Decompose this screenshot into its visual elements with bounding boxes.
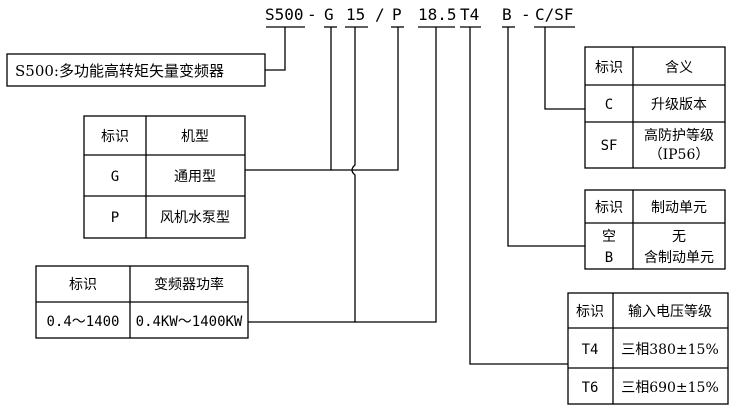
power-row-meaning: 0.4KW～1400KW bbox=[136, 314, 243, 330]
option-header-id: 标识 bbox=[595, 60, 623, 76]
brake-table: 标识 制动单元 空 无 B 含制动单元 bbox=[584, 189, 726, 270]
type-table: 标识 机型 G 通用型 P 风机水泵型 bbox=[83, 115, 246, 239]
voltage-row-t4-id: T4 bbox=[582, 342, 599, 358]
option-row-sf-meaning-1: 高防护等级 bbox=[644, 127, 714, 144]
brake-row-b-meaning: 含制动单元 bbox=[644, 250, 714, 266]
type-row-g-meaning: 通用型 bbox=[174, 169, 216, 185]
type-header-meaning: 机型 bbox=[181, 129, 209, 145]
option-row-c-id: C bbox=[605, 97, 613, 113]
power-table: 标识 变频器功率 0.4～1400 0.4KW～1400KW bbox=[35, 265, 249, 339]
brake-row-empty-meaning: 无 bbox=[672, 229, 686, 245]
power-header-id: 标识 bbox=[69, 277, 97, 293]
voltage-row-t4-meaning: 三相380±15% bbox=[621, 342, 719, 358]
code-power-15: 15 bbox=[346, 5, 365, 24]
voltage-row-t6-meaning: 三相690±15% bbox=[621, 380, 719, 396]
option-header-meaning: 含义 bbox=[665, 60, 693, 76]
series-box: S500:多功能高转矩矢量变频器 bbox=[6, 53, 266, 87]
code-type-p: P bbox=[392, 5, 402, 24]
type-row-g-id: G bbox=[111, 169, 119, 185]
code-type-g: G bbox=[324, 5, 334, 24]
power-row-id: 0.4～1400 bbox=[46, 314, 119, 330]
code-dash-1: - bbox=[307, 5, 317, 24]
type-row-p-meaning: 风机水泵型 bbox=[160, 210, 230, 226]
type-row-p-id: P bbox=[111, 210, 119, 226]
code-brake-b: B bbox=[502, 5, 512, 24]
brake-row-empty-id: 空 bbox=[602, 229, 616, 245]
power-header-meaning: 变频器功率 bbox=[154, 276, 224, 293]
brake-header-id: 标识 bbox=[595, 200, 623, 216]
code-power-18-5: 18.5 bbox=[418, 5, 457, 24]
model-code: S500 - G 15 / P 18.5 T4 B - C/SF bbox=[265, 5, 574, 24]
voltage-header-meaning: 输入电压等级 bbox=[628, 303, 712, 320]
series-text: S500:多功能高转矩矢量变频器 bbox=[15, 62, 224, 80]
code-slash: / bbox=[375, 5, 385, 24]
voltage-header-id: 标识 bbox=[576, 304, 604, 320]
brake-row-b-id: B bbox=[605, 250, 613, 266]
voltage-table: 标识 输入电压等级 T4 三相380±15% T6 三相690±15% bbox=[567, 292, 729, 405]
type-header-id: 标识 bbox=[101, 129, 129, 145]
code-option-csf: C/SF bbox=[535, 5, 574, 24]
option-row-sf-id: SF bbox=[601, 138, 618, 154]
brake-header-meaning: 制动单元 bbox=[651, 200, 707, 216]
option-row-sf-meaning-2: （IP56） bbox=[649, 147, 710, 163]
option-table: 标识 含义 C 升级版本 SF 高防护等级 （IP56） bbox=[584, 46, 726, 169]
code-dash-2: - bbox=[521, 5, 531, 24]
code-voltage-t4: T4 bbox=[460, 5, 479, 24]
option-row-c-meaning: 升级版本 bbox=[651, 97, 707, 113]
voltage-row-t6-id: T6 bbox=[582, 380, 599, 396]
code-series: S500 bbox=[265, 5, 304, 24]
leader-lines bbox=[245, 27, 585, 365]
